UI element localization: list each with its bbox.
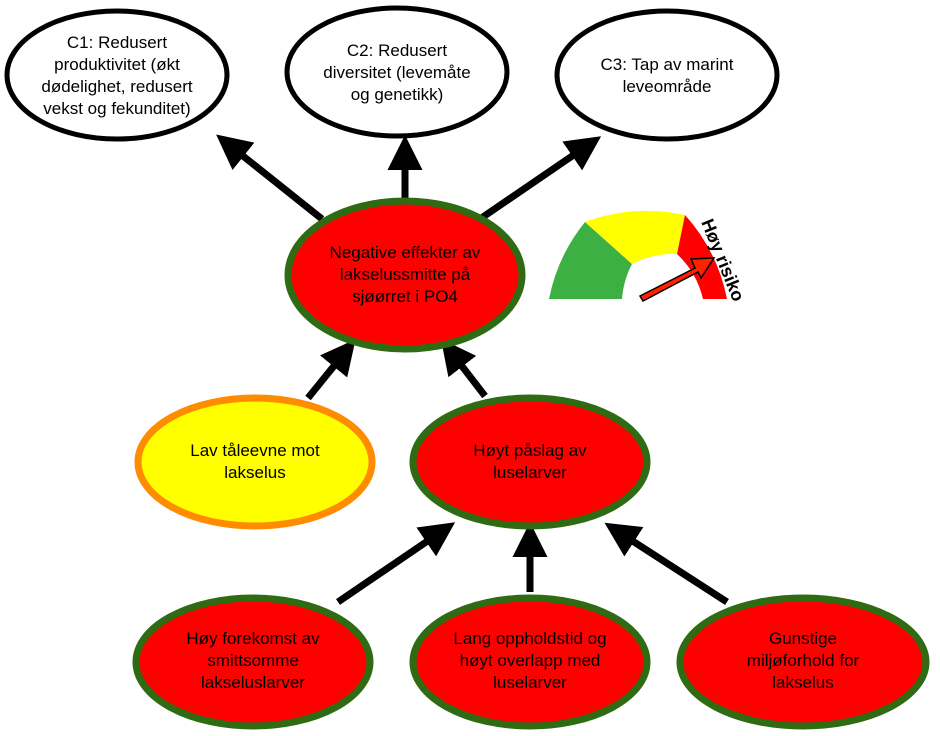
consequence-c1-ellipse	[4, 8, 230, 142]
central-label: Negative effekter av lakselussmitte på s…	[329, 243, 481, 306]
infestation-label: Høyt påslag av luselarver	[473, 441, 587, 482]
gauge-needle	[638, 257, 716, 302]
arrow-central-to-c3	[478, 136, 602, 222]
arrows	[216, 134, 729, 605]
arrow-infestation-to-central	[440, 338, 488, 399]
gauge-segment-green	[549, 222, 632, 299]
arrow-central-to-c1	[216, 134, 325, 222]
consequence-c3-label: C3: Tap av marint leveområde	[600, 55, 734, 96]
consequence-c2-ellipse	[284, 5, 510, 139]
overlap-ellipse	[409, 594, 651, 730]
environment-label: Gunstige miljøforhold for lakselus	[746, 629, 860, 692]
occurrence-ellipse	[132, 594, 374, 730]
consequence-c3-ellipse	[554, 8, 780, 142]
consequence-c2-label: C2: Redusert diversitet (levemåte og gen…	[323, 41, 471, 104]
environment-ellipse	[676, 594, 930, 730]
central-ellipse	[284, 197, 526, 353]
gauge-segment-yellow	[585, 210, 685, 264]
overlap-label: Lang oppholdstid og høyt overlapp med lu…	[453, 629, 607, 692]
arrow-tolerance-to-central	[305, 339, 356, 401]
infestation-ellipse	[409, 394, 651, 530]
gauge-segment-red	[677, 215, 727, 299]
consequence-c1-label: C1: Redusert produktivitet (økt dødeligh…	[41, 33, 193, 118]
risk-gauge: Høy risiko	[549, 210, 748, 304]
arrow-occurrence-to-infestation	[336, 522, 456, 605]
arrow-environment-to-infestation	[604, 522, 729, 605]
tolerance-label: Lav tåleevne mot lakselus	[190, 441, 320, 482]
tolerance-ellipse	[134, 394, 376, 530]
occurrence-label: Høy forekomst av smittsomme lakseluslarv…	[186, 629, 320, 692]
